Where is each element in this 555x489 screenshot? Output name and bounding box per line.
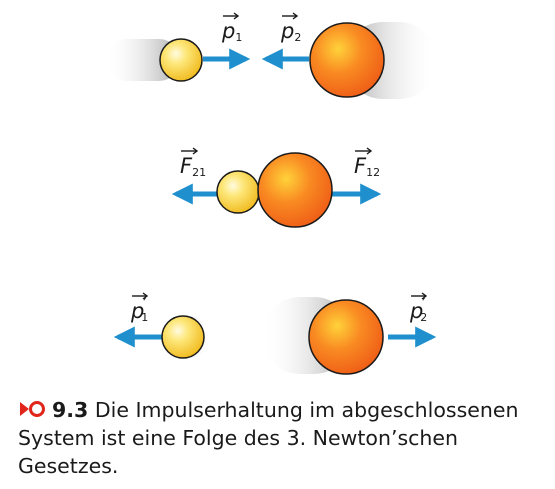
label-f12-symbol: F: [354, 154, 367, 178]
label-p2-prime-symbol: p: [409, 299, 423, 323]
label-p1-prime: p′1: [130, 292, 148, 324]
label-f21-symbol: F: [180, 154, 193, 178]
svg-text:p′2: p′2: [409, 297, 427, 324]
large-ball: [308, 299, 384, 375]
label-p2-prime-sub: 2: [420, 311, 427, 324]
svg-text:p1: p1: [221, 19, 242, 44]
label-f12-sub: 12: [366, 166, 380, 179]
label-p1-prime-symbol: p: [130, 299, 144, 323]
small-ball: [159, 38, 203, 82]
label-p2-sub: 2: [294, 31, 301, 44]
label-p2: p2: [280, 12, 301, 44]
small-ball: [161, 315, 205, 359]
label-p1-prime-mark: ′: [143, 297, 146, 312]
label-p2-symbol: p: [280, 19, 294, 43]
caption-marker-icon: [20, 401, 45, 417]
label-f12: F12: [354, 147, 380, 179]
label-p1-symbol: p: [221, 19, 235, 43]
svg-text:F12: F12: [354, 154, 380, 179]
small-ball: [216, 170, 260, 214]
label-p2-prime-mark: ′: [422, 297, 425, 312]
large-ball: [257, 152, 333, 228]
scene-before: p1 p2: [105, 12, 437, 99]
svg-text:p2: p2: [280, 19, 301, 44]
caption-text: Die Impulserhaltung im abgeschlossenen S…: [18, 398, 519, 478]
label-f21: F21: [180, 147, 206, 179]
label-p2-prime: p′2: [409, 292, 427, 324]
motion-blur-small: [105, 39, 180, 81]
scene-collision: F21 F12: [171, 147, 382, 228]
label-p1: p1: [221, 12, 242, 44]
label-p1-sub: 1: [235, 31, 242, 44]
label-p1-prime-sub: 1: [141, 311, 148, 324]
figure-caption: 9.3 Die Impulserhaltung im abgeschlossen…: [18, 396, 543, 480]
scene-after: p′1 p′2: [113, 292, 437, 375]
svg-text:F21: F21: [180, 154, 206, 179]
collision-diagram: p1 p2 F21 F12: [105, 12, 437, 375]
large-ball: [309, 22, 385, 98]
svg-text:p′1: p′1: [130, 297, 148, 324]
figure-number: 9.3: [52, 398, 89, 422]
label-f21-sub: 21: [192, 166, 206, 179]
